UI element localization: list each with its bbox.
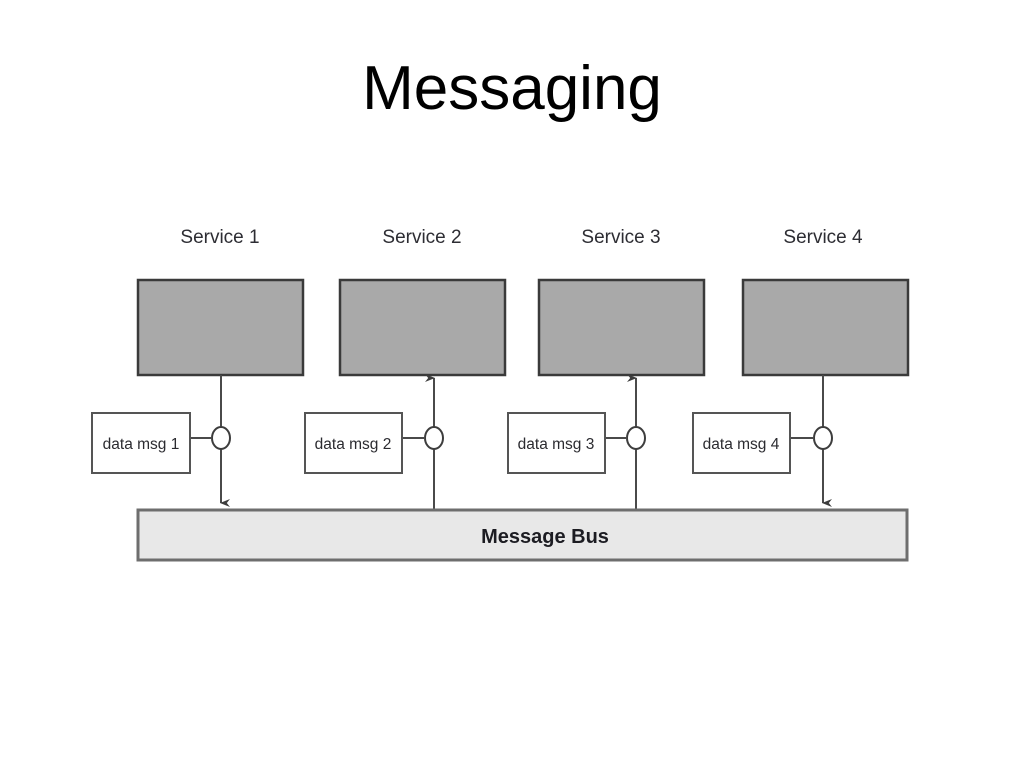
message-bus-bar[interactable] <box>136 508 909 562</box>
service-column-3: Service 3 data msg 3 <box>507 227 706 510</box>
message-bus-label: Message Bus <box>481 526 609 548</box>
service-box-4[interactable] <box>741 278 910 377</box>
data-message-box-4[interactable] <box>692 412 791 474</box>
page-title: Messaging <box>362 54 662 123</box>
service-box-1[interactable] <box>136 278 305 377</box>
interface-circle-4[interactable] <box>813 426 833 450</box>
interface-circle-3[interactable] <box>626 426 646 450</box>
interface-circle-1[interactable] <box>211 426 231 450</box>
service-column-2: Service 2 data msg 2 <box>304 227 507 510</box>
service-label-3: Service 3 <box>581 227 660 248</box>
service-label-2: Service 2 <box>382 227 461 248</box>
data-message-label-4: data msg 4 <box>703 436 780 453</box>
data-message-box-2[interactable] <box>304 412 403 474</box>
service-label-4: Service 4 <box>783 227 863 248</box>
service-box-2[interactable] <box>338 278 507 377</box>
service-column-4: Service 4 data msg 4 <box>692 227 910 507</box>
service-label-1: Service 1 <box>180 227 259 248</box>
data-message-label-2: data msg 2 <box>315 436 392 453</box>
data-message-label-3: data msg 3 <box>518 436 595 453</box>
data-message-box-1[interactable] <box>91 412 191 474</box>
service-box-3[interactable] <box>537 278 706 377</box>
interface-circle-2[interactable] <box>424 426 444 450</box>
data-message-label-1: data msg 1 <box>103 436 180 453</box>
service-column-1: Service 1 data msg 1 <box>91 227 305 507</box>
message-bus[interactable]: Message Bus <box>136 508 909 562</box>
data-message-box-3[interactable] <box>507 412 606 474</box>
